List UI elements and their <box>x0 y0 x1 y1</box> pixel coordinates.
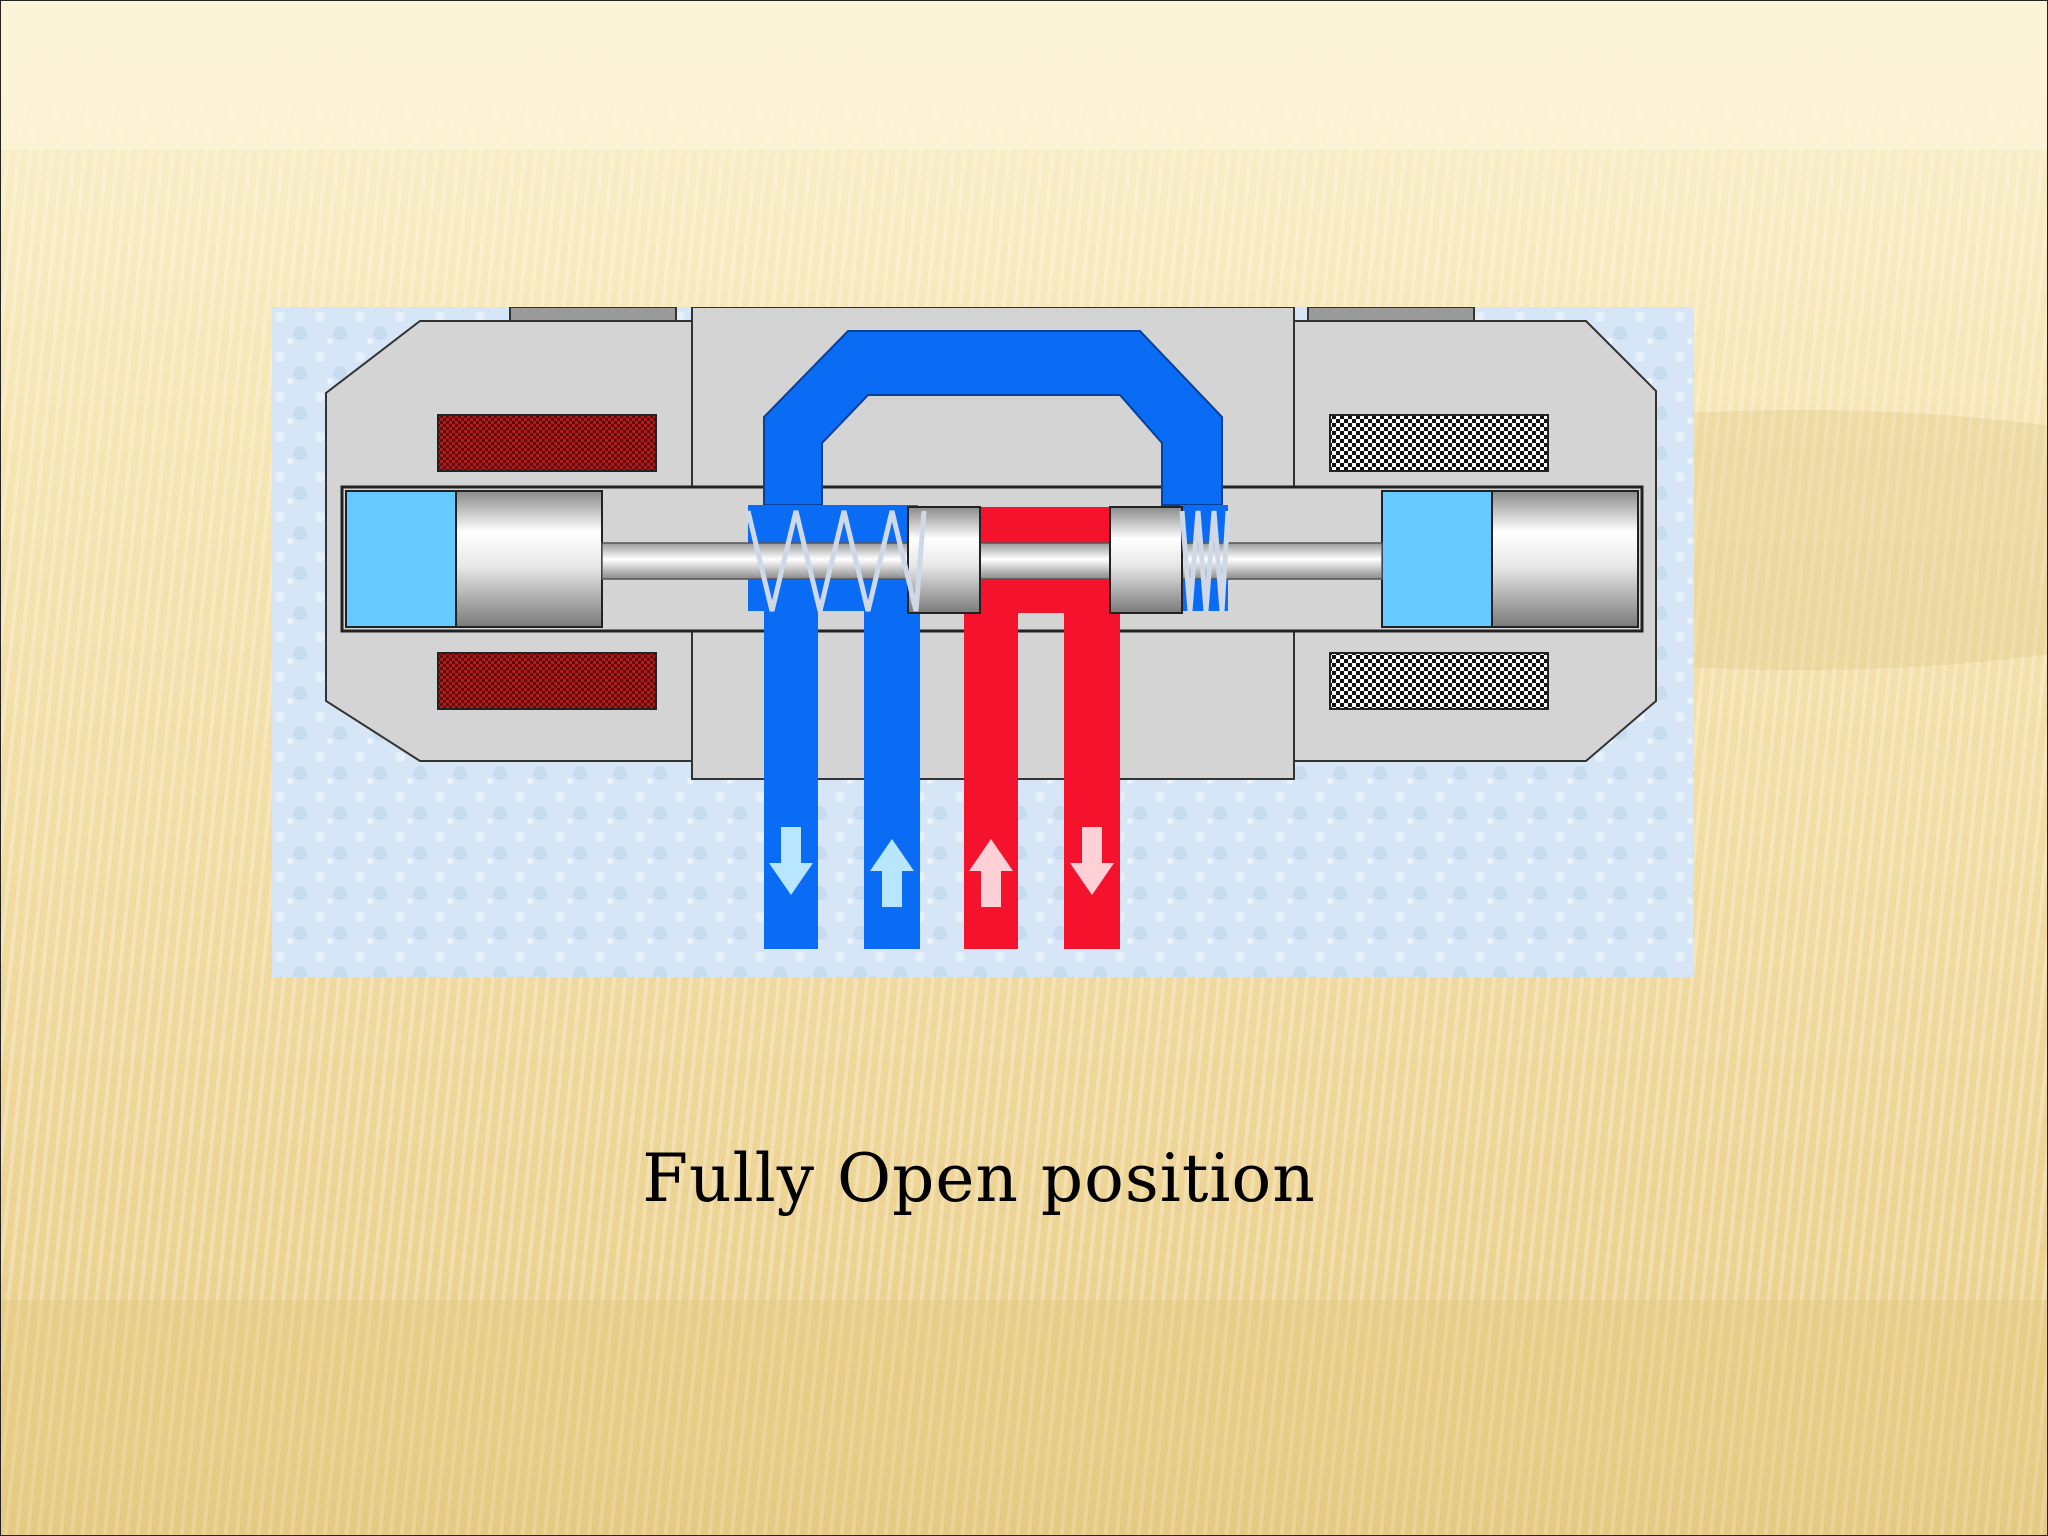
left-coil-top <box>437 414 657 472</box>
right-spring <box>1179 510 1231 612</box>
left-spring <box>745 510 927 612</box>
spool-land-right <box>1109 506 1183 614</box>
right-coil-bottom <box>1329 652 1549 710</box>
left-mount-block <box>509 307 677 322</box>
valve-diagram <box>272 307 1694 977</box>
right-coil-top <box>1329 414 1549 472</box>
spool-rod <box>601 542 1383 580</box>
left-coil-bottom <box>437 652 657 710</box>
port-a-arrow-down-icon <box>769 827 813 895</box>
return-line-loop <box>763 330 1223 506</box>
left-piston <box>455 490 603 628</box>
port-a-pipe <box>764 611 818 949</box>
right-piston <box>1491 490 1639 628</box>
right-pilot-chamber <box>1381 490 1493 628</box>
right-mount-block <box>1307 307 1475 322</box>
left-pilot-chamber <box>345 490 457 628</box>
port-t-arrow-up-icon <box>870 839 914 907</box>
port-b-arrow-down-icon <box>1070 827 1114 895</box>
port-p-arrow-up-icon <box>969 839 1013 907</box>
slide-caption: Fully Open position <box>642 1140 1316 1217</box>
port-b-pipe <box>1064 611 1120 949</box>
